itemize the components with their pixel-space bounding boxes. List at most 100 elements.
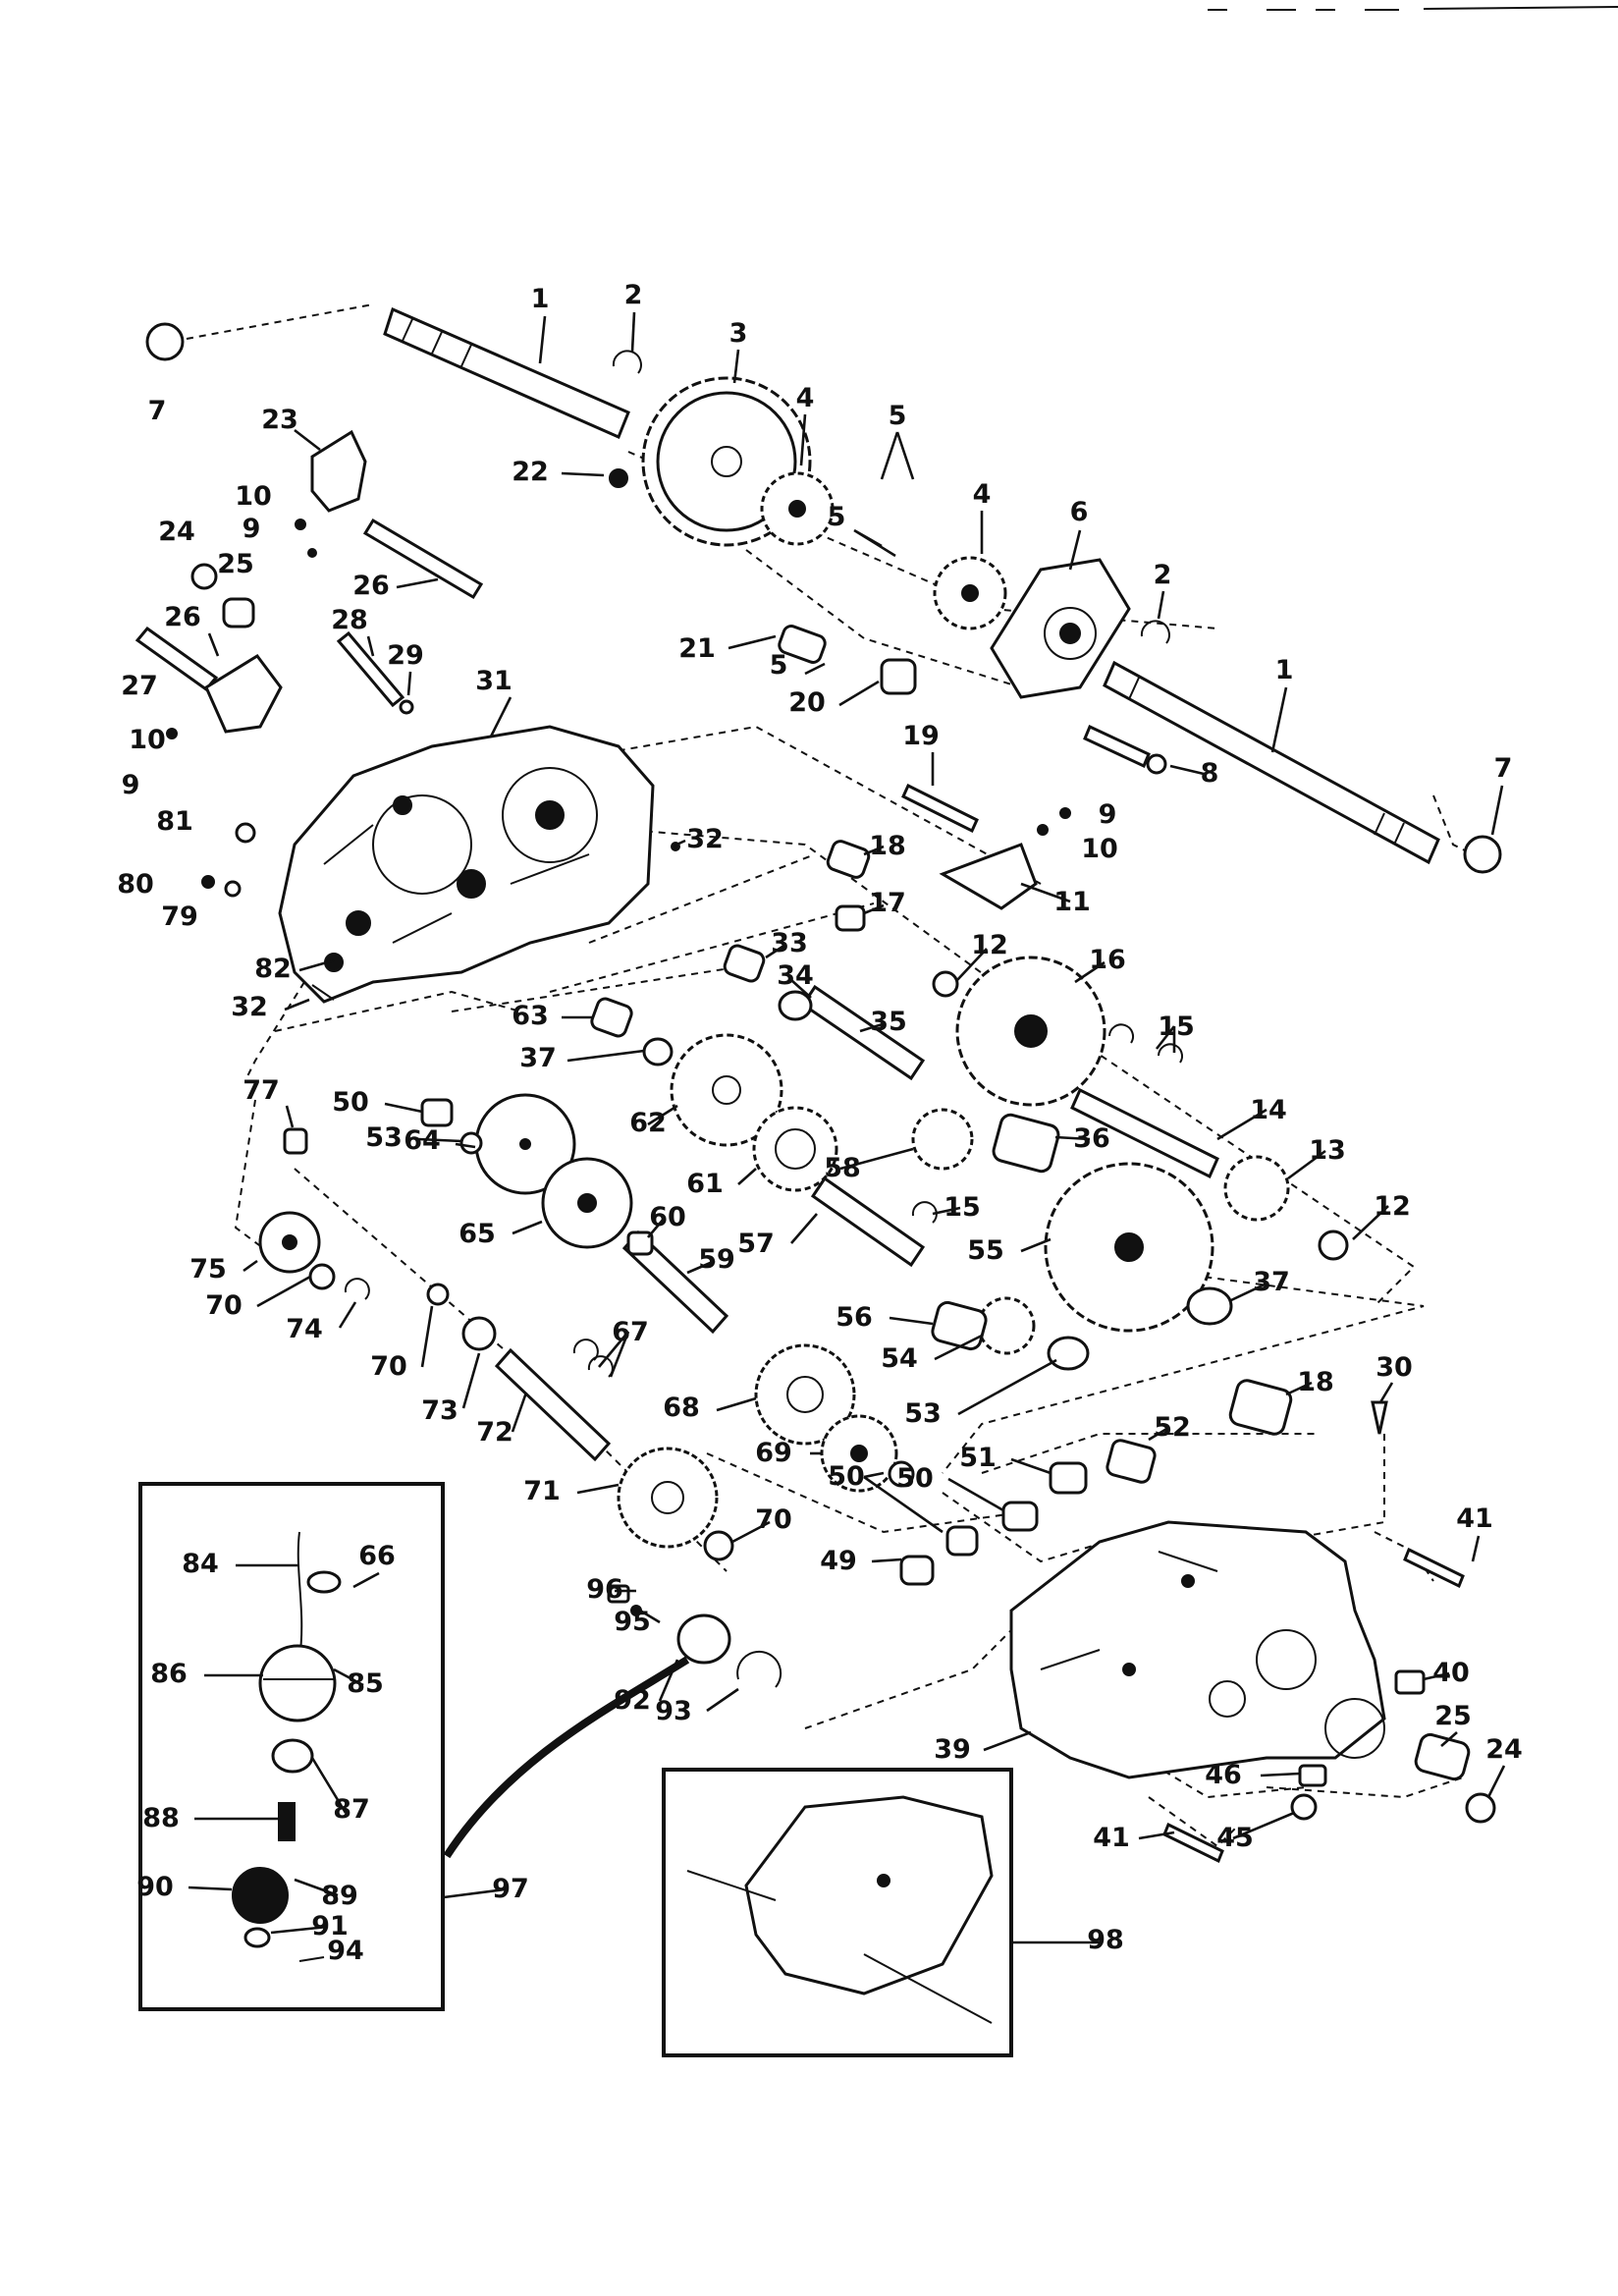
callout-l54: 54: [881, 1343, 918, 1374]
callout-l41: 41: [1456, 1503, 1493, 1534]
callout-l7: 7: [148, 396, 167, 426]
callout-l63: 63: [512, 1001, 549, 1031]
callout-l70: 70: [205, 1290, 243, 1321]
callout-l98: 98: [1087, 1925, 1124, 1955]
callout-l24b: 24: [1485, 1734, 1523, 1765]
callout-l37: 37: [519, 1043, 557, 1073]
callout-l28: 28: [331, 605, 368, 635]
housing-half-39: [1009, 1520, 1386, 1779]
callout-l80: 80: [117, 869, 154, 900]
callout-l33: 33: [771, 928, 808, 958]
callout-l71: 71: [523, 1476, 561, 1506]
callout-l37b: 37: [1253, 1267, 1290, 1297]
callout-l70b: 70: [370, 1351, 407, 1382]
flange-6: [990, 558, 1131, 699]
callout-l57: 57: [737, 1229, 775, 1259]
shaft-26: [362, 518, 484, 600]
callout-l56: 56: [836, 1302, 873, 1333]
callout-l13: 13: [1309, 1135, 1346, 1166]
housing-half-31: [278, 725, 655, 1004]
callout-l2: 2: [624, 280, 643, 310]
callout-l92: 92: [614, 1685, 651, 1716]
callout-l32b: 32: [231, 992, 268, 1022]
callout-l5c: 5: [770, 650, 788, 681]
callout-l9c: 9: [1099, 799, 1117, 830]
callout-l27: 27: [121, 671, 158, 701]
fitting-and-hose: [443, 1584, 782, 1859]
callout-l59: 59: [698, 1244, 735, 1275]
callout-l81: 81: [156, 806, 193, 837]
callout-l62: 62: [629, 1108, 667, 1138]
gear-54: [977, 1296, 1036, 1355]
callout-l23: 23: [261, 405, 298, 435]
callout-l53: 53: [365, 1122, 403, 1153]
callout-l49: 49: [820, 1546, 857, 1576]
callout-l96: 96: [586, 1574, 623, 1605]
callout-l2b: 2: [1154, 560, 1172, 590]
callout-l10c: 10: [1081, 834, 1118, 864]
callout-l52: 52: [1154, 1412, 1191, 1443]
callout-l11: 11: [1053, 887, 1091, 917]
callout-l55: 55: [967, 1235, 1004, 1266]
callout-l61: 61: [686, 1169, 724, 1199]
axle-shaft-1b: [1103, 660, 1440, 865]
callout-l86: 86: [150, 1659, 188, 1689]
callout-l41b: 41: [1093, 1823, 1130, 1853]
callout-l20: 20: [788, 687, 826, 718]
callout-l21: 21: [678, 633, 716, 664]
callout-l36: 36: [1073, 1123, 1110, 1154]
callout-l24: 24: [158, 517, 195, 547]
callout-l93: 93: [655, 1696, 692, 1726]
pin-19: [901, 783, 979, 834]
gear-58: [911, 1108, 974, 1171]
callout-l70c: 70: [755, 1504, 792, 1535]
callout-l18: 18: [869, 831, 906, 861]
callout-l53b: 53: [904, 1398, 942, 1429]
callout-l73: 73: [421, 1395, 458, 1426]
gear-68: [754, 1343, 856, 1446]
gear-62: [670, 1033, 783, 1147]
callout-l72: 72: [476, 1417, 513, 1448]
callout-l77: 77: [243, 1075, 280, 1106]
callout-l10b: 10: [129, 725, 166, 755]
bolt-8: [1083, 724, 1167, 775]
callout-l1: 1: [531, 284, 550, 314]
callout-l29: 29: [387, 640, 424, 671]
bushings: [222, 597, 1471, 1781]
callout-l85: 85: [347, 1668, 384, 1699]
callout-l88: 88: [142, 1803, 180, 1833]
gear-61: [752, 1106, 838, 1192]
leader-lines: [188, 311, 1506, 1944]
callout-l17: 17: [869, 888, 906, 918]
callout-l69: 69: [755, 1438, 792, 1468]
callout-l1b: 1: [1275, 655, 1294, 685]
gear-13: [1223, 1155, 1290, 1222]
callout-l30: 30: [1375, 1352, 1413, 1383]
gear-71: [617, 1447, 719, 1549]
axle-shaft-1: [383, 306, 630, 439]
washers-and-rings: [145, 322, 1502, 1824]
callout-l14: 14: [1250, 1095, 1287, 1125]
callout-l15b: 15: [944, 1192, 981, 1223]
callout-l5: 5: [889, 401, 907, 431]
callout-l82: 82: [254, 954, 292, 984]
callout-l97: 97: [492, 1874, 529, 1904]
gear-55: [1044, 1162, 1214, 1333]
callout-l19: 19: [902, 721, 940, 751]
shaft-72: [494, 1347, 612, 1462]
callout-l67: 67: [612, 1317, 649, 1347]
callout-l15: 15: [1158, 1011, 1195, 1042]
shaft-14: [1070, 1087, 1219, 1179]
callout-l34: 34: [777, 960, 814, 991]
callout-l60: 60: [649, 1202, 686, 1232]
gear-16: [955, 956, 1106, 1107]
callout-l95: 95: [614, 1607, 651, 1637]
callout-l64: 64: [404, 1125, 441, 1156]
callout-l9: 9: [243, 514, 261, 544]
callout-l32: 32: [686, 824, 724, 854]
callout-l8: 8: [1201, 758, 1219, 789]
callout-l18b: 18: [1297, 1367, 1334, 1397]
callout-l39: 39: [934, 1734, 971, 1765]
